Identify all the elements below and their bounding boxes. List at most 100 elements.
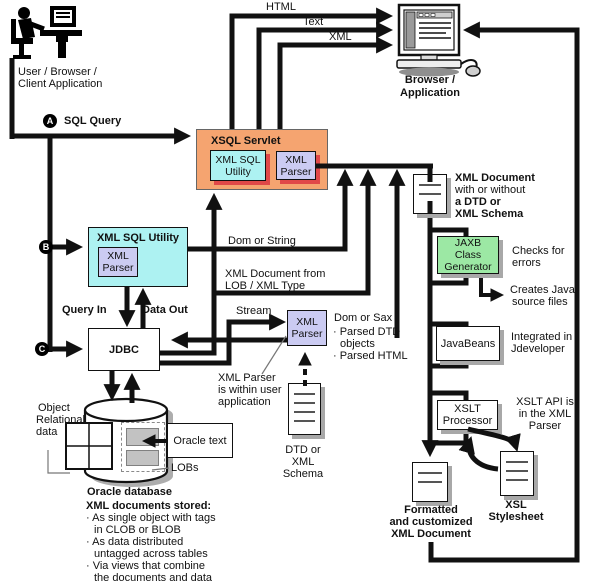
javabeans-box: JavaBeans: [436, 326, 500, 361]
servlet-xml-parser-box: XML Parser: [276, 151, 316, 180]
source-files-label: source files: [512, 296, 568, 308]
formatted-label-line3: XML Document: [391, 528, 471, 540]
stored-title: XML documents stored:: [86, 500, 212, 512]
query-in-label: Query In: [62, 304, 107, 316]
mid-parser-line2: Parser: [291, 328, 323, 340]
oracle-database-caption: Oracle database: [87, 486, 172, 498]
lob-block-2: [126, 450, 159, 466]
mid-xml-parser-box: XML Parser: [287, 310, 327, 346]
utility-parser-line1: XML: [107, 250, 129, 262]
object-relational-line2: Relational: [36, 414, 85, 426]
xslt-api-note1: XSLT API is: [516, 396, 574, 408]
xml-document-line3: a DTD or: [455, 196, 501, 208]
servlet-parser-line2: Parser: [280, 165, 312, 178]
step-a-badge: A: [43, 114, 57, 128]
parser-note-line2: is within user: [218, 384, 282, 396]
xml-document-line2: with or without: [455, 184, 526, 196]
dom-or-string-label: Dom or String: [228, 235, 296, 247]
arrow-text: [256, 21, 394, 133]
object-relational-line1: Object: [38, 402, 70, 414]
arrow-creates-java: [479, 274, 505, 302]
dom-or-sax-label: Dom or Sax: [334, 312, 393, 324]
xml-doc-from-label1: XML Document from: [225, 268, 326, 280]
stored-bullet1a: · As single object with tags: [86, 512, 216, 524]
xml-sql-utility-title: XML SQL Utility: [96, 232, 180, 244]
step-c-badge: C: [35, 342, 49, 356]
text-label: Text: [303, 16, 324, 28]
creates-java-label: Creates Java: [510, 284, 575, 296]
servlet-utility-line2: Utility: [225, 165, 251, 178]
integrated-in-label: Integrated in: [511, 331, 573, 343]
jaxb-line1: JAXB: [454, 237, 482, 249]
jdbc-box: JDBC: [88, 328, 160, 371]
servlet-xml-sql-utility-box: XML SQL Utility: [210, 150, 266, 181]
xsl-stylesheet-doc-icon: [500, 451, 534, 496]
stored-bullet3b: the documents and data: [94, 572, 213, 584]
xml-document-doc-icon: [413, 174, 447, 214]
xsl-label-line1: XSL: [505, 499, 527, 511]
sql-query-label: SQL Query: [64, 115, 122, 127]
user-label-line1: User / Browser /: [18, 66, 97, 78]
stored-bullet1b: in CLOB or BLOB: [94, 524, 181, 536]
browser-label-line2: Application: [400, 87, 460, 99]
formatted-label-line2: and customized: [389, 516, 473, 528]
xslt-processor-box: XSLT Processor: [437, 400, 498, 430]
xsql-servlet-title: XSQL Servlet: [211, 135, 281, 147]
utility-parser-line2: Parser: [102, 262, 134, 274]
checks-for-label: Checks for: [512, 245, 565, 257]
object-relational-line3: data: [36, 426, 58, 438]
jdeveloper-label: Jdeveloper: [511, 343, 565, 355]
dtd-label-line2: XML: [291, 456, 315, 468]
stored-bullet2b: untagged across tables: [94, 548, 208, 560]
xslt-line1: XSLT: [454, 403, 481, 415]
xslt-line2: Processor: [442, 415, 493, 427]
parser-note-line3: application: [218, 396, 271, 408]
lob-block-1: [126, 428, 159, 446]
stored-bullet3a: · Via views that combine: [86, 560, 206, 572]
stream-label: Stream: [236, 305, 272, 317]
formatted-xml-doc-icon: [412, 462, 448, 502]
xsl-label-line2: Stylesheet: [488, 511, 544, 523]
arrow-return-to-browser: [428, 21, 580, 563]
lobs-dashed-region: [121, 422, 165, 472]
dtd-label-line1: DTD or: [285, 444, 321, 456]
arrow-lob-xmltype: [214, 168, 377, 296]
user-at-computer-icon: [11, 6, 82, 59]
arrow-html: [229, 7, 394, 133]
jaxb-line2: Class: [454, 249, 482, 261]
oracle-text-box: Oracle text: [167, 423, 233, 458]
jaxb-line3: Generator: [444, 261, 492, 273]
jaxb-class-generator-box: JAXB Class Generator: [437, 236, 499, 274]
mid-parser-line1: XML: [296, 316, 318, 328]
oracle-text-label: Oracle text: [173, 434, 227, 447]
errors-label: errors: [512, 257, 541, 269]
formatted-label-line1: Formatted: [404, 504, 458, 516]
data-out-label: Data Out: [142, 304, 188, 316]
arrow-dom-or-string: [188, 168, 354, 252]
html-label: HTML: [266, 1, 296, 13]
arrow-jdbc-to-servlet: [158, 192, 223, 356]
browser-computer-icon: [396, 3, 481, 77]
xml-document-line4: XML Schema: [455, 208, 524, 220]
utility-xml-parser-box: XML Parser: [98, 247, 138, 277]
parser-note-line1: XML Parser: [218, 372, 276, 384]
parsed-objects-label: objects: [340, 338, 375, 350]
parsed-dtd-label: · Parsed DTD: [333, 326, 401, 338]
xml-label: XML: [329, 31, 352, 43]
user-label-line2: Client Application: [18, 78, 103, 90]
servlet-utility-line1: XML SQL: [215, 153, 261, 166]
browser-label-line1: Browser /: [404, 74, 456, 86]
step-b-badge: B: [39, 240, 53, 254]
lobs-label: LOBs: [171, 462, 199, 474]
javabeans-title: JavaBeans: [440, 337, 496, 350]
parsed-html-label: · Parsed HTML: [333, 350, 408, 362]
arrow-xml: [277, 36, 394, 133]
xslt-api-note2: in the XML: [518, 408, 572, 420]
dtd-schema-doc-icon: [288, 383, 321, 435]
xml-document-line1: XML Document: [455, 172, 535, 184]
xml-doc-from-label2: LOB / XML Type: [225, 280, 306, 292]
xslt-api-note3: Parser: [528, 420, 562, 432]
dtd-label-line3: Schema: [282, 468, 324, 480]
servlet-parser-line1: XML: [285, 153, 307, 166]
